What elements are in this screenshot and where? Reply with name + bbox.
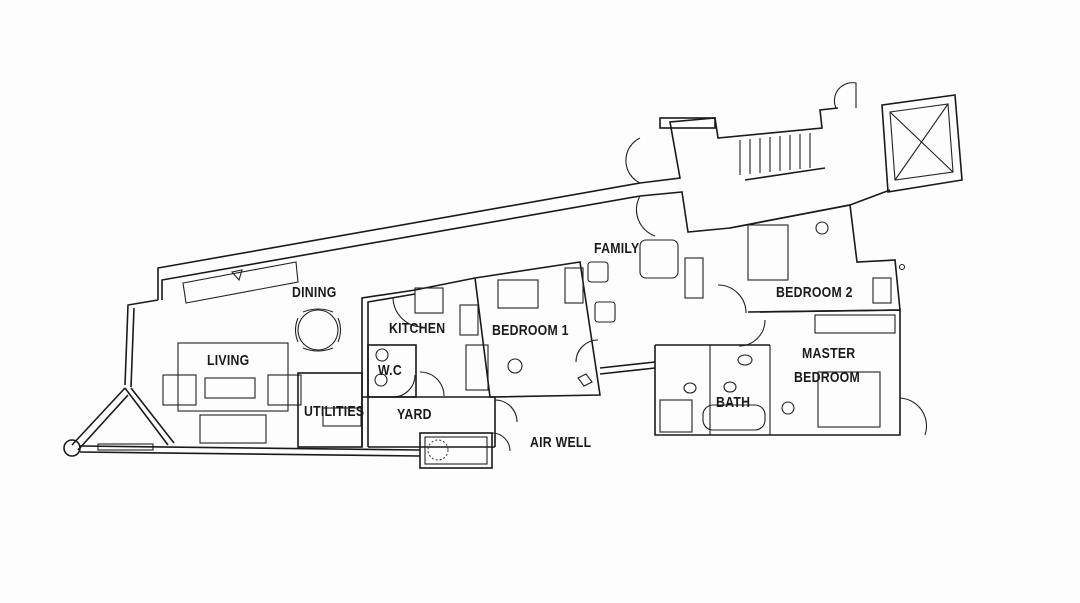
- room-label-utilities: UTILITIES: [304, 403, 365, 420]
- room-label-yard: YARD: [397, 406, 432, 423]
- room-label-dining: DINING: [292, 284, 337, 301]
- master-bath-walls: [654, 309, 928, 436]
- dining-table: [294, 308, 342, 352]
- bedroom1-walls: [474, 261, 656, 398]
- living-dining-walls: [63, 299, 421, 457]
- room-label-wc: W.C: [378, 362, 402, 379]
- room-label-bedroom1: BEDROOM 1: [492, 322, 569, 339]
- room-label-master-2: BEDROOM: [794, 369, 860, 386]
- living-furniture: [162, 342, 302, 444]
- room-label-kitchen: KITCHEN: [389, 320, 446, 337]
- service-walls: [297, 277, 518, 469]
- room-label-air-well: AIR WELL: [530, 434, 592, 451]
- room-label-bath: BATH: [716, 394, 751, 411]
- room-label-master-1: MASTER: [802, 345, 856, 362]
- room-label-family: FAMILY: [594, 240, 640, 257]
- stair-lift-core: [625, 82, 963, 237]
- bedroom2-walls: [639, 204, 906, 314]
- column-icon: [63, 439, 81, 457]
- upper-wall: [157, 182, 641, 304]
- room-label-living: LIVING: [207, 352, 250, 369]
- room-label-bedroom2: BEDROOM 2: [776, 284, 853, 301]
